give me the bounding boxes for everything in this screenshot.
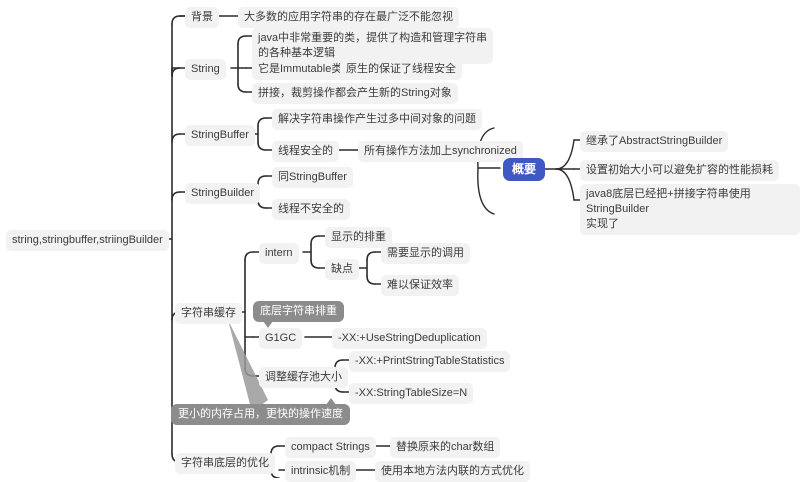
node-string-detail-3[interactable]: 拼接，裁剪操作都会产生新的String对象	[252, 83, 458, 104]
node-background[interactable]: 背景	[185, 7, 219, 28]
node-stringbuilder-detail-1[interactable]: 同StringBuffer	[272, 167, 353, 188]
node-intern-detail-2[interactable]: 缺点	[325, 259, 359, 280]
node-intern[interactable]: intern	[259, 243, 299, 264]
callout-memory-label: 更小的内存占用，更快的操作速度	[178, 408, 343, 420]
node-pool-size[interactable]: 调整缓存池大小	[259, 367, 348, 388]
node-stringbuffer-detail-2-leaf[interactable]: 所有操作方法加上synchronized	[358, 141, 523, 162]
node-summary-detail-3[interactable]: java8底层已经把+拼接字符串使用StringBuilder 实现了	[580, 184, 800, 235]
node-stringbuffer-detail-1[interactable]: 解决字符串操作产生过多中间对象的问题	[272, 109, 482, 130]
node-stringbuffer[interactable]: StringBuffer	[185, 125, 255, 146]
node-lowlevel-detail-2[interactable]: intrinsic机制	[285, 461, 357, 482]
node-pool-size-option-2[interactable]: -XX:StringTableSize=N	[349, 383, 474, 404]
node-summary-detail-2[interactable]: 设置初始大小可以避免扩容的性能损耗	[580, 160, 779, 181]
node-lowlevel-detail-1[interactable]: compact Strings	[285, 437, 376, 458]
node-g1gc-leaf[interactable]: -XX:+UseStringDeduplication	[332, 328, 487, 349]
node-intern-drawback-2[interactable]: 难以保证效率	[381, 275, 459, 296]
node-pool-size-option-1[interactable]: -XX:+PrintStringTableStatistics	[349, 351, 511, 372]
node-intern-drawback-1[interactable]: 需要显示的调用	[381, 243, 470, 264]
node-cache[interactable]: 字符串缓存	[175, 303, 242, 324]
node-string-detail-2[interactable]: 它是Immutable类	[252, 59, 349, 80]
callout-dedup-label: 底层字符串排重	[260, 305, 337, 317]
node-stringbuilder-detail-2[interactable]: 线程不安全的	[272, 199, 350, 220]
node-root[interactable]: string,stringbuffer,striingBuilder	[6, 230, 169, 251]
node-summary-detail-1[interactable]: 继承了AbstractStringBuilder	[580, 131, 729, 152]
node-string-detail-2-leaf[interactable]: 原生的保证了线程安全	[340, 59, 462, 80]
callout-memory[interactable]: 更小的内存占用，更快的操作速度	[171, 398, 350, 425]
node-g1gc[interactable]: G1GC	[259, 328, 303, 349]
node-summary[interactable]: 概要	[503, 158, 546, 181]
callout-dedup[interactable]: 底层字符串排重	[253, 301, 344, 328]
node-stringbuffer-detail-2[interactable]: 线程安全的	[272, 141, 339, 162]
node-lowlevel[interactable]: 字符串底层的优化	[175, 453, 275, 474]
callout-tail-icon	[263, 321, 273, 328]
callout-tail-icon	[326, 398, 336, 405]
node-string[interactable]: String	[185, 59, 226, 80]
node-stringbuilder[interactable]: StringBuilder	[185, 183, 260, 204]
node-lowlevel-detail-2-leaf[interactable]: 使用本地方法内联的方式优化	[375, 461, 530, 482]
node-background-detail[interactable]: 大多数的应用字符串的存在最广泛不能忽视	[238, 7, 459, 28]
node-lowlevel-detail-1-leaf[interactable]: 替换原来的char数组	[390, 437, 501, 458]
node-string-detail-1[interactable]: java中非常重要的类，提供了构造和管理字符串 的各种基本逻辑	[252, 28, 494, 64]
node-intern-detail-1[interactable]: 显示的排重	[325, 227, 392, 248]
